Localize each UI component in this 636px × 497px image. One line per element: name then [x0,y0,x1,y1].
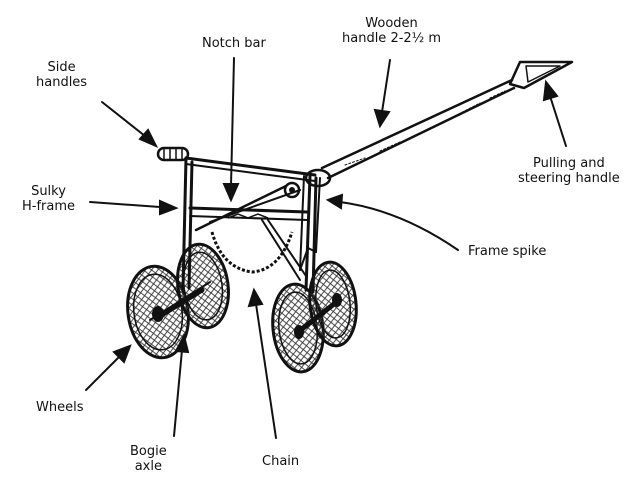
arrow-notch-bar [222,57,240,203]
wooden-handle [320,78,516,180]
arrow-pulling-handle [542,79,567,147]
label-bogie-axle: Bogie axle [130,444,167,474]
annotation-arrows [85,57,567,439]
bogie-axle-right [295,301,337,335]
sulky-h-frame [181,156,318,294]
label-wooden-handle: Wooden handle 2-2½ m [342,16,442,46]
arrow-chain [247,287,277,439]
label-side-handles: Side handles [36,60,88,90]
arrow-sulky-frame [89,199,179,216]
notch-bar [227,181,301,219]
side-handles [156,146,190,162]
arrow-side-handles [101,101,159,149]
label-notch-bar: Notch bar [202,36,266,51]
bogie-axle-left [149,281,211,321]
label-pulling-handle: Pulling and steering handle [518,156,620,186]
chain [210,231,294,274]
label-sulky-frame: Sulky H-frame [22,184,76,214]
arrow-wooden-handle [373,59,391,129]
pulling-handle [508,60,574,90]
arrow-bogie-axle [173,333,190,437]
arrow-frame-spike [325,193,459,251]
label-frame-spike: Frame spike [468,244,547,259]
arrow-wheels [85,344,132,391]
label-wheels: Wheels [36,400,84,415]
label-chain: Chain [262,454,300,469]
